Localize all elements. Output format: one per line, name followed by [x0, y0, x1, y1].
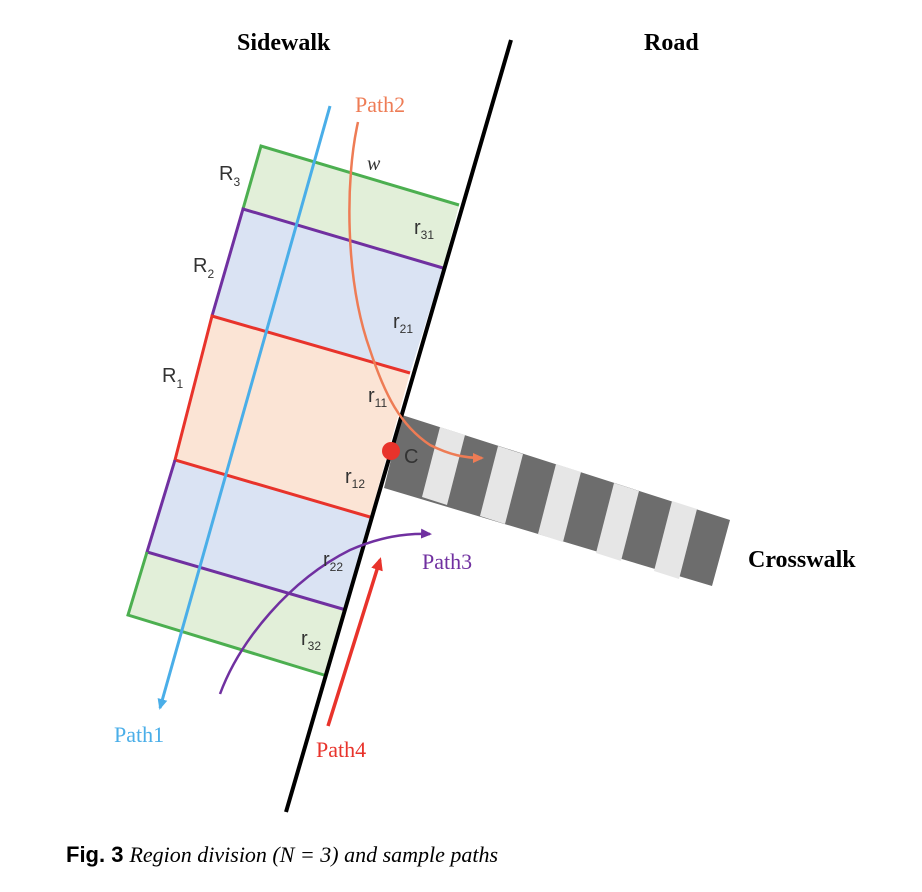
path3-line — [218, 528, 432, 695]
subregion-label-r12: r12 — [345, 466, 365, 491]
width-label: w — [367, 153, 381, 175]
crosswalk-stripe — [480, 446, 523, 524]
region-r3-bottom-border — [126, 551, 325, 677]
path2-label: Path2 — [355, 92, 405, 117]
region-label-r3: R3 — [219, 163, 240, 189]
regions — [126, 144, 460, 677]
region-label-r1: R1 — [162, 365, 183, 391]
region-r2-top-border — [210, 207, 444, 317]
sidewalk-label: Sidewalk — [237, 30, 331, 56]
crosswalk-stripe — [538, 464, 581, 542]
path1-label: Path1 — [114, 722, 164, 747]
path1-line — [157, 105, 332, 710]
subregion-label-r22: r22 — [323, 549, 343, 574]
crosswalk-center-point — [382, 442, 400, 460]
path2-line — [348, 121, 484, 463]
crosswalk-stripe — [654, 501, 697, 579]
path4-line — [326, 557, 383, 727]
crosswalk-stripe — [422, 427, 465, 505]
path4-label: Path4 — [316, 737, 366, 762]
crosswalk-stripe — [596, 483, 639, 561]
region-r3-bottom — [128, 552, 346, 675]
curb-line — [284, 39, 513, 813]
region-r3-top-border — [241, 144, 460, 210]
figure-number: Fig. 3 — [66, 842, 124, 867]
region-r3-top — [243, 146, 459, 268]
subregion-label-r21: r21 — [393, 311, 413, 336]
path3-label: Path3 — [422, 549, 472, 574]
region-r1 — [175, 316, 410, 517]
region-r1-border — [173, 314, 411, 519]
center-label: C — [404, 446, 418, 468]
crosswalk-label: Crosswalk — [748, 547, 856, 573]
figure-caption-text: Region division (N = 3) and sample paths — [129, 842, 499, 867]
subregion-label-r32: r32 — [301, 628, 321, 653]
road-label: Road — [644, 30, 699, 56]
subregion-label-r11: r11 — [368, 385, 387, 410]
subregion-label-r31: r31 — [414, 217, 434, 242]
region-label-r2: R2 — [193, 255, 214, 281]
